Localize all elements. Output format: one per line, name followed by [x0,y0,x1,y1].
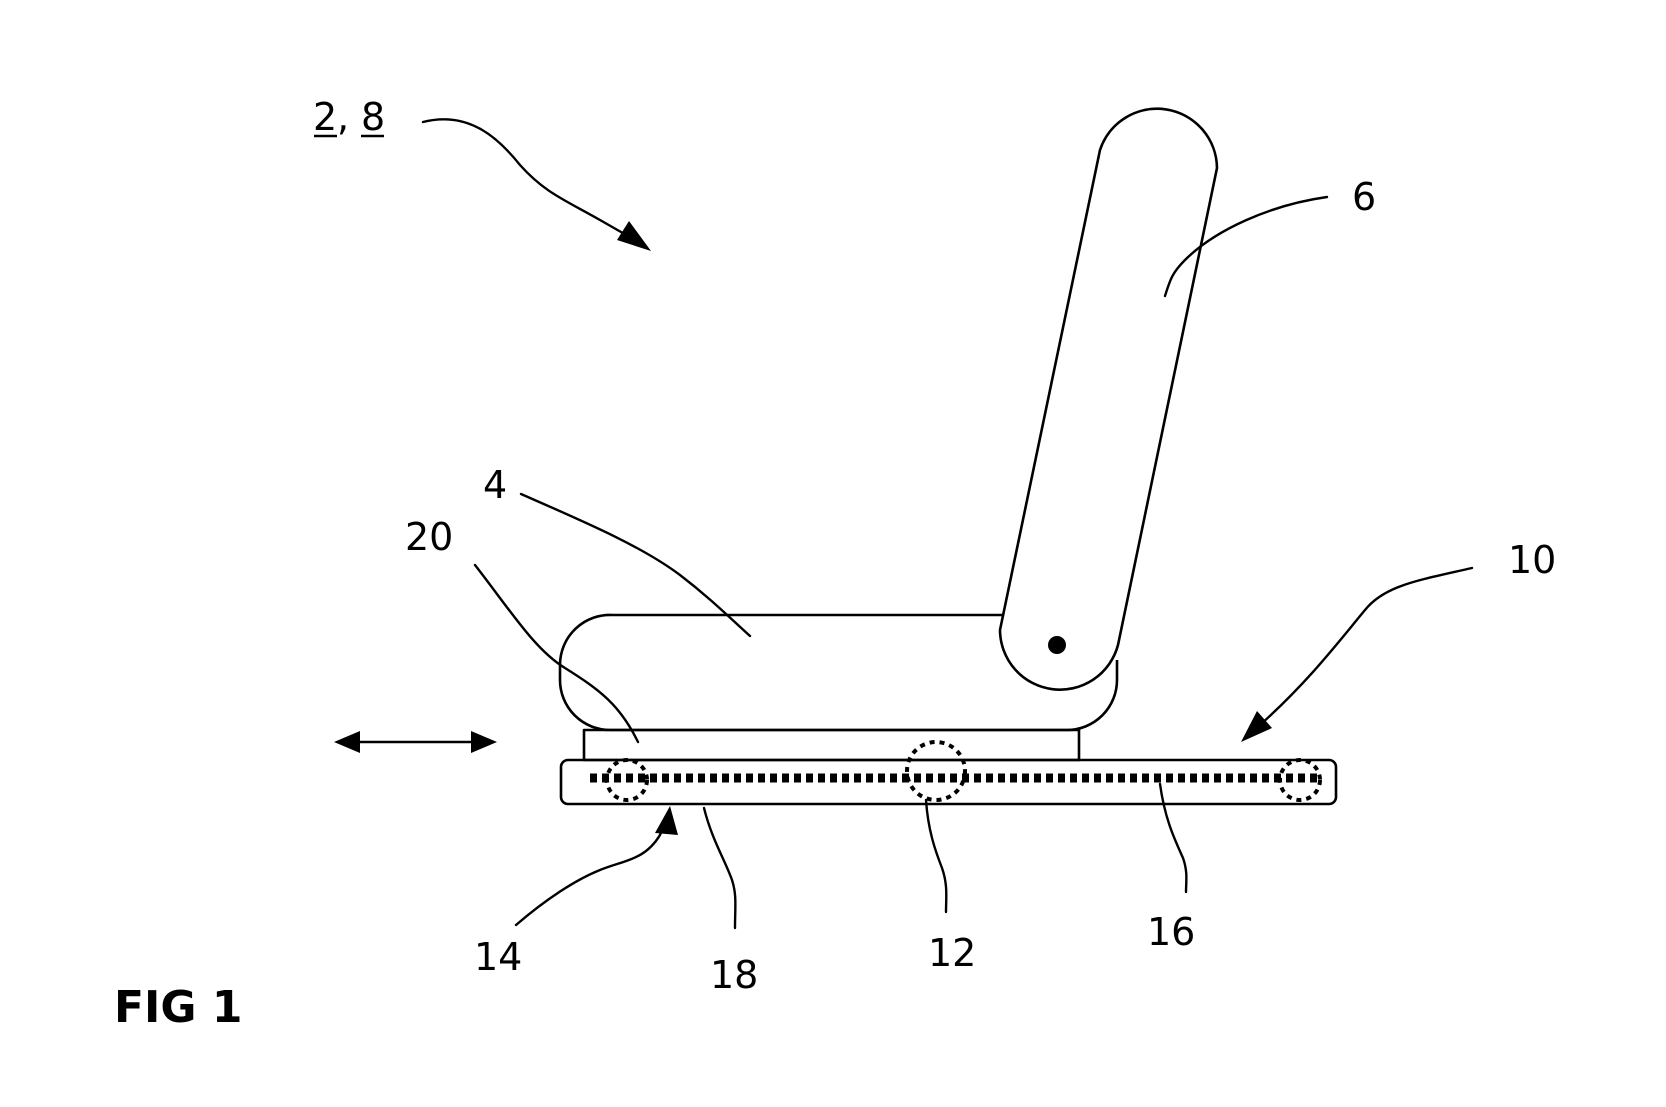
roller-left [605,758,649,802]
label-rail: 16 [1147,910,1195,954]
backrest [998,107,1219,691]
seat-cushion [558,613,1119,732]
seat-reference-arrowhead [617,221,651,251]
label-base: 20 [405,515,453,559]
leader-rail-body [702,806,737,930]
label-14: 14 [474,935,522,979]
leader-backrest [1163,195,1329,298]
ref-separator: , [337,95,349,139]
arrowhead-14 [655,806,678,835]
figure-caption: FIG 1 [114,982,242,1033]
rail [559,740,1338,806]
label-rail-system: 10 [1508,538,1556,582]
sliding-direction-arrow [334,731,497,753]
roller-right [1278,758,1322,802]
roller-center [905,740,967,802]
leader-cushion [519,492,752,638]
rail-system-arrowhead [1241,711,1272,742]
ref-8: 8 [361,95,385,139]
seat-base [582,728,1081,762]
leader-14 [514,821,667,927]
leader-base [473,563,640,744]
label-roller: 12 [928,931,976,975]
pivot-dot [1048,636,1066,654]
seat-reference-label: 2 , 8 [313,95,385,139]
leader-rail [1158,782,1188,894]
leader-roller [924,798,948,914]
ref-2: 2 [313,95,337,139]
label-backrest: 6 [1352,175,1376,219]
seat-reference-leader [421,118,630,238]
label-rail-body: 18 [710,953,758,997]
label-cushion: 4 [483,463,507,507]
leader-rail-system [1258,566,1474,727]
